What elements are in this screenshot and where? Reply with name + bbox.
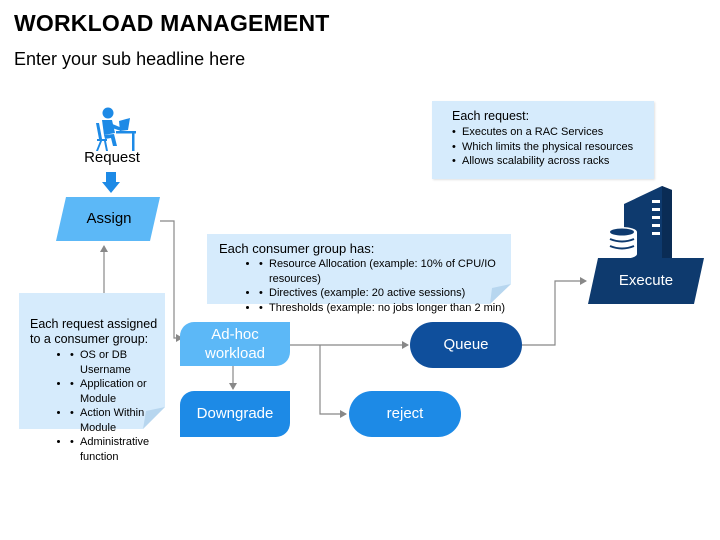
adhoc-workload-node: Ad-hoc workload [180, 322, 290, 366]
execute-label: Execute [618, 272, 674, 289]
reject-label: reject [386, 405, 424, 422]
adhoc-label-line1: Ad-hoc [211, 326, 259, 343]
note-each-request: Each request: Executes on a RAC Services… [432, 101, 654, 179]
note-consumer-group-item: Directives (example: 20 active sessions) [259, 286, 511, 301]
page-title: WORKLOAD MANAGEMENT [14, 10, 330, 36]
server-database-icon [607, 186, 672, 266]
person-at-desk-icon [96, 107, 136, 151]
note-consumer-group-heading: Each consumer group has: [219, 241, 375, 256]
note-consumer-group: Each consumer group has: Resource Alloca… [207, 234, 511, 315]
down-arrow-icon [102, 172, 120, 193]
note-each-request-item: Which limits the physical resources [452, 140, 654, 155]
note-assigned-heading-line1: Each request assigned [30, 317, 158, 331]
queue-node: Queue [410, 322, 522, 368]
note-assigned-item: Action Within Module [70, 406, 165, 435]
note-each-request-heading: Each request: [452, 109, 530, 123]
note-each-request-item: Allows scalability across racks [452, 154, 654, 169]
connector-queue-execute [522, 277, 587, 346]
queue-label: Queue [443, 336, 489, 353]
note-assigned-item: OS or DB Username [70, 348, 165, 377]
note-each-request-item: Executes on a RAC Services [452, 125, 654, 140]
note-consumer-group-item: Thresholds (example: no jobs longer than… [259, 301, 511, 316]
reject-node: reject [349, 391, 461, 437]
execute-node [588, 258, 704, 304]
note-assigned-item: Application or Module [70, 377, 165, 406]
downgrade-node: Downgrade [180, 391, 290, 437]
page-subtitle: Enter your sub headline here [14, 49, 246, 69]
note-assigned-heading-line2: to a consumer group: [30, 332, 149, 346]
connector-adhoc-reject [319, 345, 347, 418]
assign-label: Assign [86, 210, 132, 227]
note-consumer-group-item: Resource Allocation (example: 10% of CPU… [259, 257, 511, 286]
note-assigned: Each request assigned to a consumer grou… [19, 293, 165, 463]
request-label: Request [84, 149, 140, 166]
adhoc-label-line2: workload [204, 345, 266, 362]
downgrade-label: Downgrade [196, 405, 274, 422]
assign-node [56, 197, 160, 241]
connector-assign-adhoc [160, 220, 183, 342]
note-assigned-item: Administrative function [70, 435, 165, 464]
